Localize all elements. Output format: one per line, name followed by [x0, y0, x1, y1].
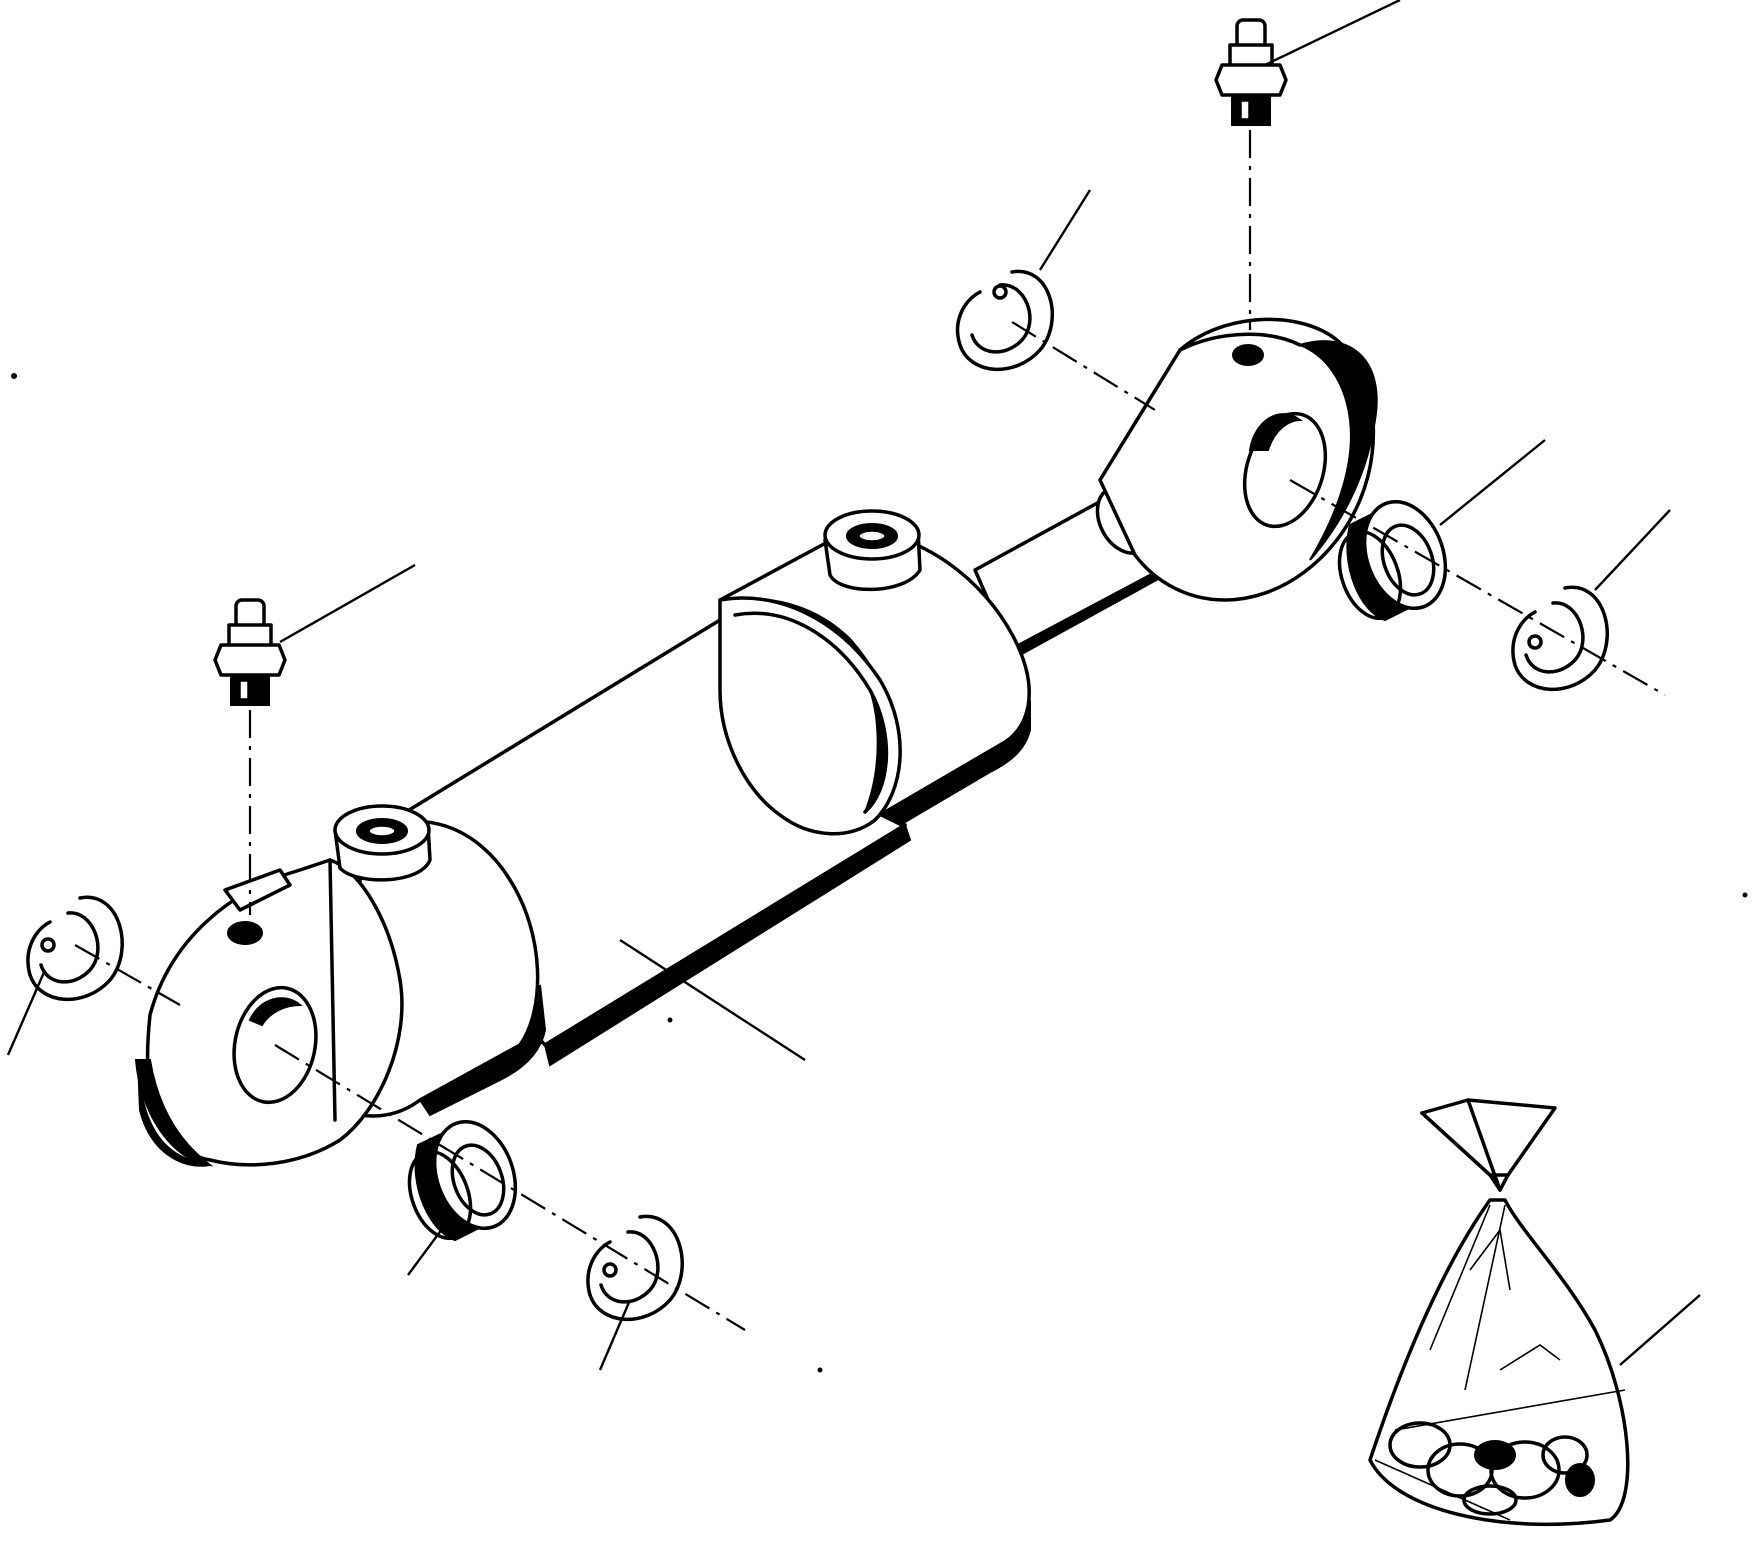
grease-fitting-base-end — [213, 598, 287, 706]
print-specks — [11, 373, 1748, 1373]
bushing-rod-end — [1337, 499, 1448, 622]
snap-ring-base-end-rear — [586, 1214, 684, 1322]
snap-ring-base-end-front — [26, 895, 124, 1002]
snap-ring-rod-end-front — [955, 269, 1055, 372]
cylinder-base-end — [134, 804, 547, 1167]
seal-kit-contents — [1388, 1421, 1595, 1516]
grease-fitting-rod-end — [1214, 18, 1288, 126]
assembly-axis-lines — [74, 130, 1666, 1331]
cylinder-head-gland — [718, 509, 1031, 836]
rod-end-eye — [1098, 317, 1378, 602]
callout-leader-lines — [6, 0, 1701, 1371]
seal-kit-bag — [1368, 1098, 1630, 1527]
snap-ring-rod-end-rear — [1511, 585, 1609, 692]
bushing-base-end — [407, 1119, 518, 1242]
